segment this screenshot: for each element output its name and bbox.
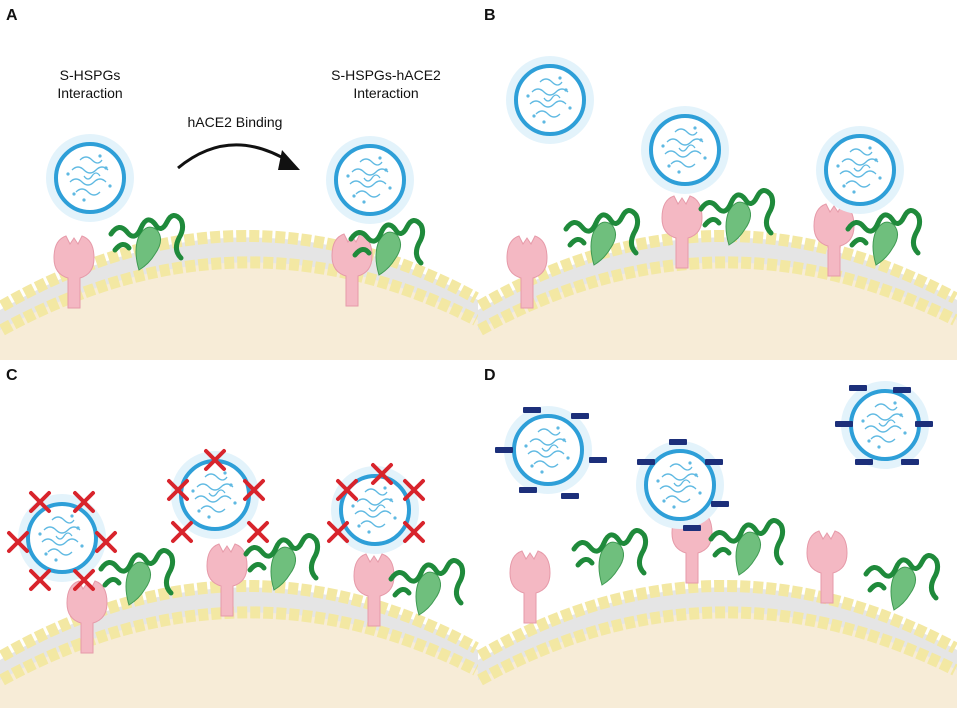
virus-a1 (44, 132, 136, 224)
virus-d3-group (835, 379, 933, 471)
panel-b: B (476, 7, 957, 360)
label-s-hspgs-interaction: Interaction (57, 85, 122, 101)
label-s-hspgs-hace2: S-HSPGs-hACE2 (331, 67, 441, 83)
block-icon (893, 387, 911, 393)
hspg-d2 (711, 520, 783, 575)
panel-c: C (0, 367, 479, 708)
hspg-c3 (391, 560, 463, 615)
virus-d1-group (495, 404, 607, 499)
block-icon (571, 413, 589, 419)
block-icon (901, 459, 919, 465)
hace2-receptor-d1 (509, 550, 551, 624)
block-icon (519, 487, 537, 493)
block-icon (705, 459, 723, 465)
label-hace2-binding: hACE2 Binding (188, 114, 283, 130)
cell-membrane-d (476, 579, 957, 708)
panel-letter-a: A (6, 7, 18, 24)
block-icon (669, 439, 687, 445)
virus-b1 (504, 54, 596, 146)
block-icon (855, 459, 873, 465)
binding-arrow (177, 143, 300, 170)
label-s-hspgs: S-HSPGs (60, 67, 121, 83)
panel-letter-b: B (484, 7, 496, 24)
virus-c2-group (167, 449, 269, 543)
block-icon (711, 501, 729, 507)
virus-d1 (502, 404, 594, 496)
block-icon (835, 421, 853, 427)
hspg-d3 (866, 555, 938, 610)
block-icon (495, 447, 513, 453)
block-icon (561, 493, 579, 499)
panel-a: A S-HSPGs Interaction S-HSPGs-hACE2 Inte… (0, 7, 479, 360)
block-icon (247, 521, 269, 543)
block-icon (683, 525, 701, 531)
panel-letter-d: D (484, 367, 496, 384)
virus-b2 (639, 104, 731, 196)
cell-membrane-c (0, 579, 479, 708)
virus-c1 (16, 492, 108, 584)
virus-a2 (324, 134, 416, 226)
virus-c3-group (327, 463, 425, 556)
panel-d: D (476, 367, 957, 708)
block-icon (849, 385, 867, 391)
block-icon (171, 521, 193, 543)
block-icon (637, 459, 655, 465)
virus-c1-group (7, 491, 117, 591)
virus-d2-group (634, 439, 729, 531)
block-icon (523, 407, 541, 413)
hspg-d1 (574, 530, 646, 585)
virus-d2 (634, 439, 726, 531)
virus-b3 (814, 124, 906, 216)
panel-letter-c: C (6, 367, 18, 384)
block-icon (915, 421, 933, 427)
label-s-hspgs-hace2-interaction: Interaction (353, 85, 418, 101)
block-icon (589, 457, 607, 463)
